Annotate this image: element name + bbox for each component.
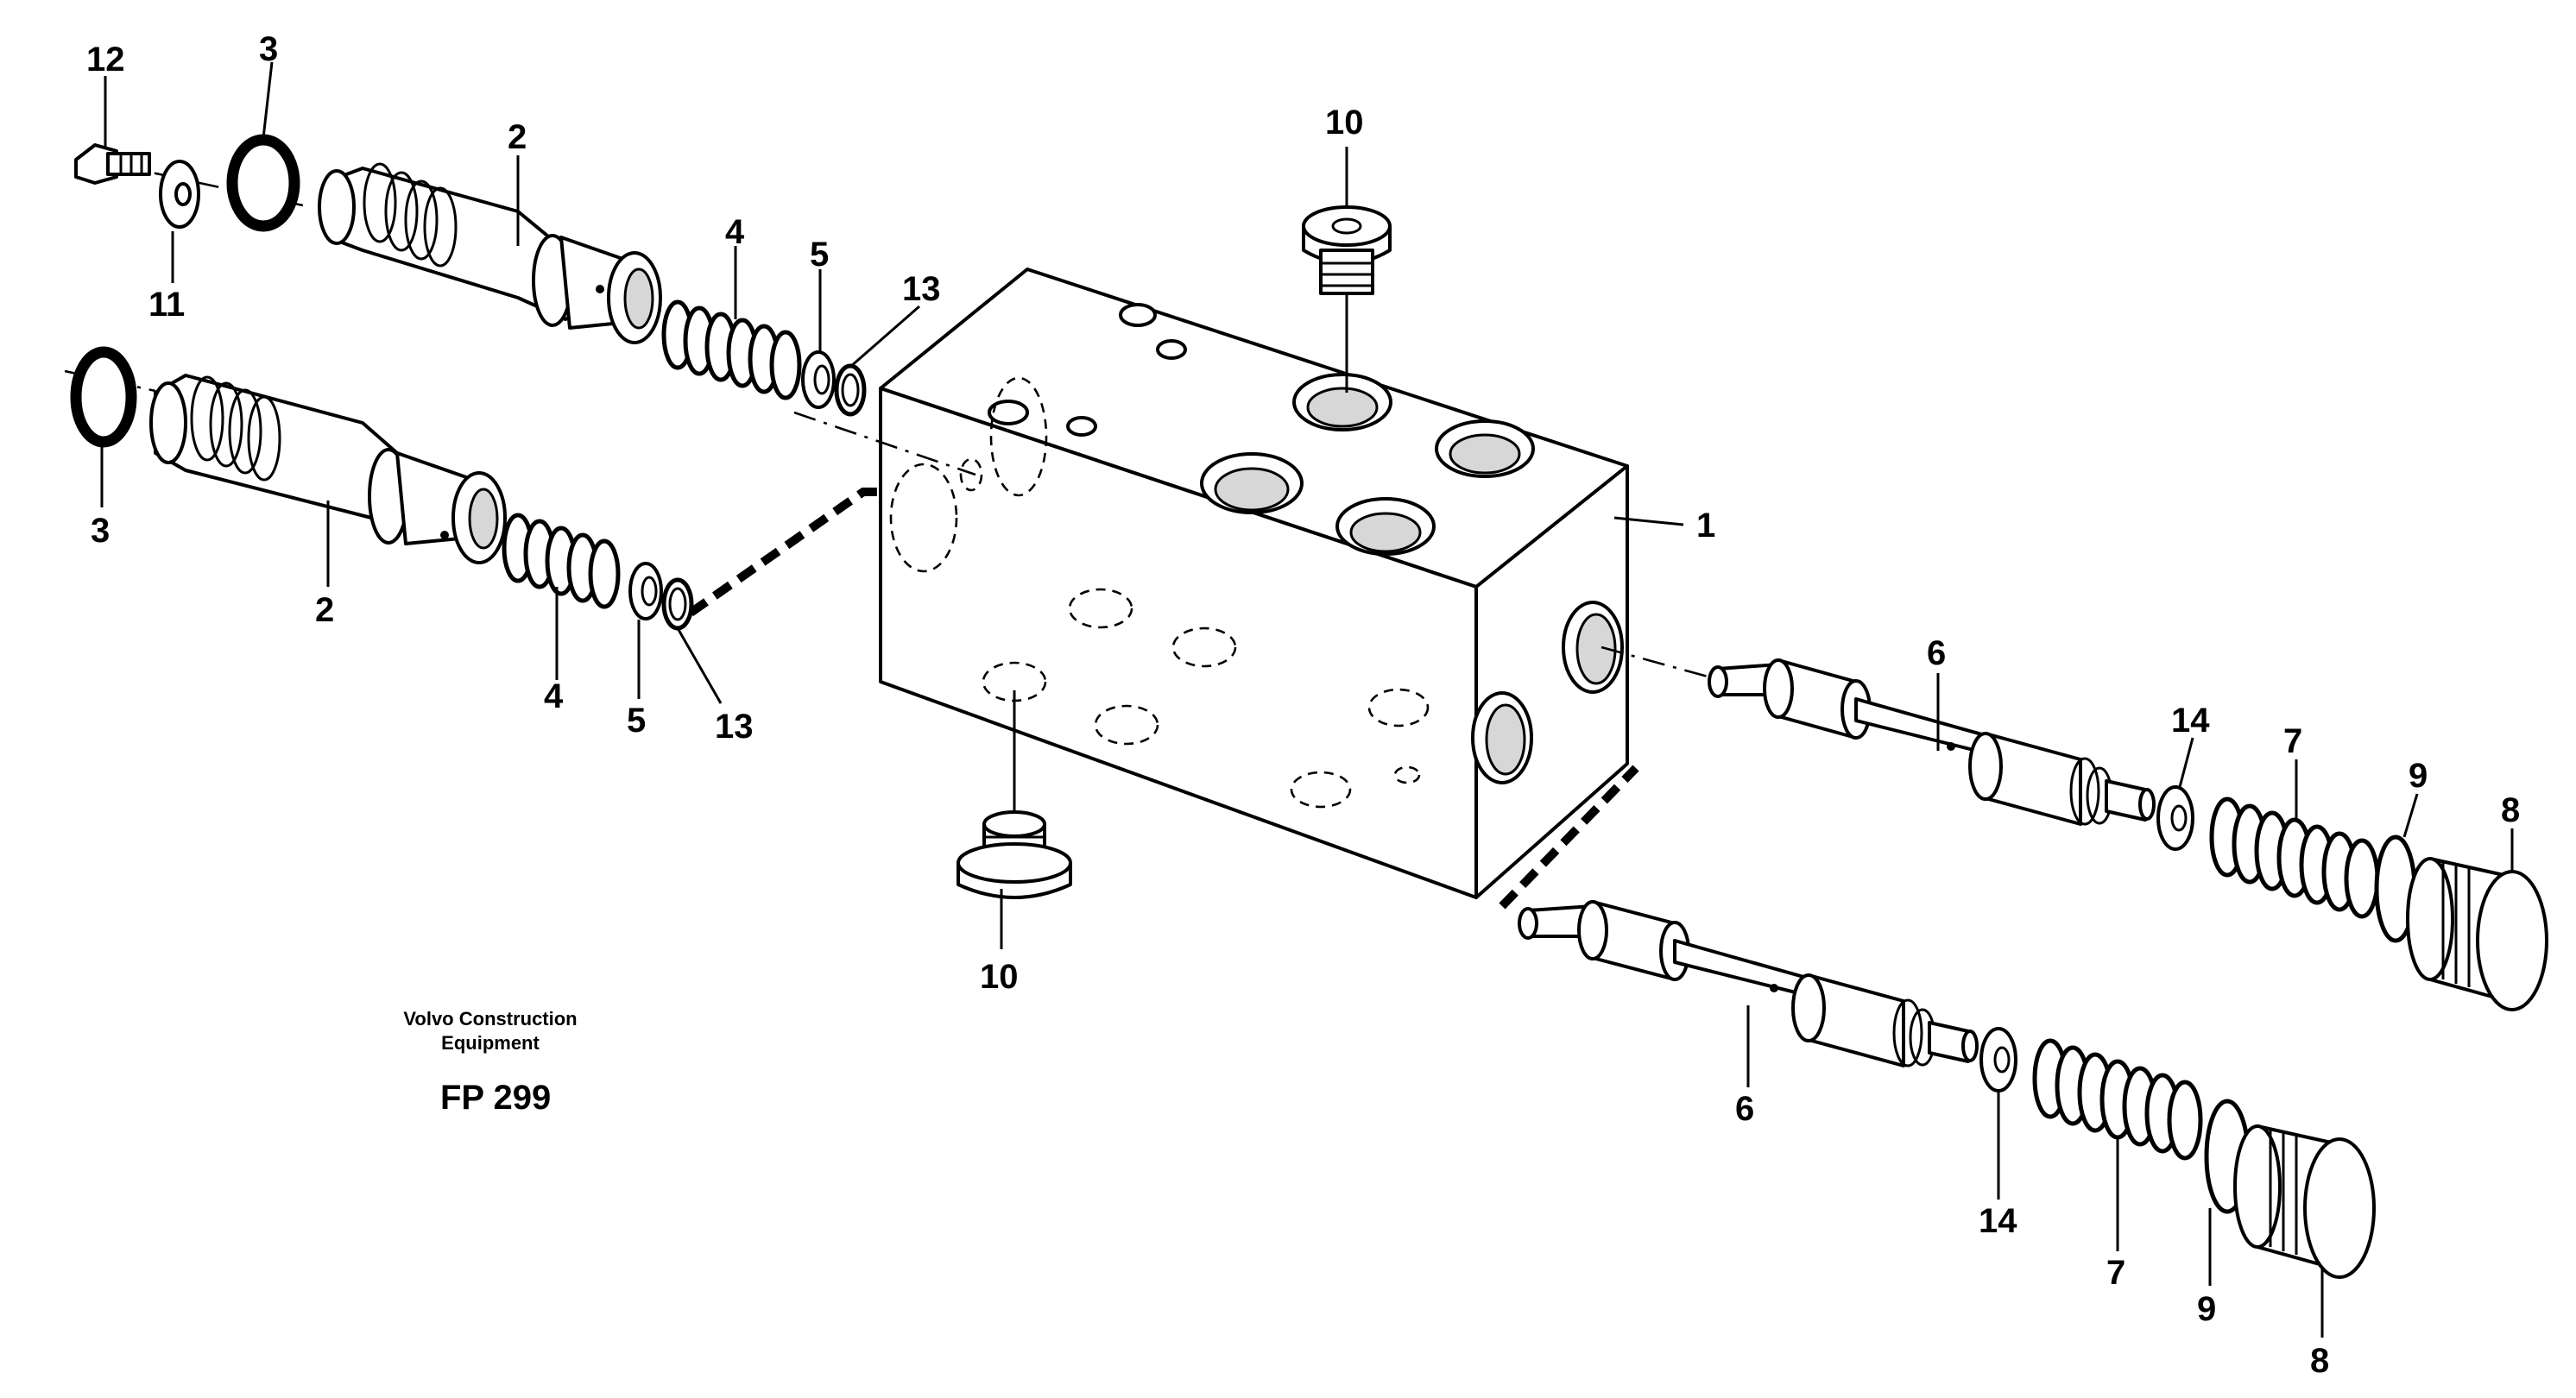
valve-block: [879, 268, 1629, 899]
shim-part: [2156, 785, 2194, 851]
spool-part: [1518, 900, 1979, 1067]
drawing-code: FP 299: [440, 1079, 551, 1117]
callout-11: 11: [148, 286, 185, 324]
screw-part: [74, 143, 151, 185]
callout-5-upper: 5: [810, 236, 829, 274]
callout-8-lower: 8: [2310, 1342, 2329, 1380]
callout-3-lower: 3: [91, 512, 110, 550]
callout-9-upper: 9: [2409, 757, 2428, 795]
callout-13-upper: 13: [902, 270, 941, 308]
callout-8-upper: 8: [2501, 791, 2520, 829]
callout-7-upper: 7: [2283, 722, 2302, 760]
end-plug-part: [2233, 1124, 2376, 1279]
callout-2-lower: 2: [315, 591, 334, 629]
spring-part: [661, 299, 802, 400]
callout-14-lower: 14: [1979, 1202, 2017, 1240]
drawing-title-block: Volvo Construction Equipment FP 299: [403, 1008, 577, 1117]
callout-4-lower: 4: [544, 677, 564, 715]
callout-10-top: 10: [1325, 104, 1364, 142]
callout-labels: 12 3 2 11 4 5 13 10 1 3 2 4 5 13 10 6 14…: [86, 30, 2520, 1380]
leader-lines: [100, 61, 2514, 1338]
lower-cartridge-assembly: [70, 346, 694, 631]
callout-6-lower: 6: [1735, 1090, 1754, 1128]
shim-part: [1979, 1027, 2017, 1093]
callout-12: 12: [86, 41, 125, 79]
upper-spool-assembly: [1708, 658, 2548, 1011]
cartridge-body-part: [318, 162, 662, 344]
spool-part: [1708, 658, 2156, 826]
end-plug-part: [2406, 857, 2548, 1011]
o-ring-part: [661, 577, 694, 631]
cartridge-body-part: [149, 374, 507, 564]
callout-2-upper: 2: [508, 118, 527, 156]
spring-part: [502, 513, 621, 609]
callout-4-upper: 4: [725, 213, 745, 251]
top-plug-part: [1302, 205, 1392, 295]
callout-5-lower: 5: [627, 702, 646, 740]
callout-10-bottom: 10: [980, 958, 1019, 996]
upper-cartridge-assembly: [74, 134, 867, 417]
seal-ring-part: [70, 346, 137, 448]
callout-14-upper: 14: [2171, 702, 2210, 740]
shim-part: [628, 562, 663, 620]
callout-9-lower: 9: [2197, 1290, 2216, 1328]
shim-part: [801, 350, 836, 409]
callout-6-upper: 6: [1927, 634, 1946, 672]
brand-line-2: Equipment: [441, 1032, 540, 1054]
callout-13-lower: 13: [715, 708, 754, 746]
spring-part: [2209, 797, 2380, 919]
seal-ring-part: [226, 134, 300, 232]
callout-3-upper: 3: [259, 30, 278, 68]
spring-part: [2032, 1038, 2203, 1161]
callout-7-lower: 7: [2106, 1254, 2125, 1292]
bottom-plug-part: [957, 810, 1072, 899]
brand-line-1: Volvo Construction: [403, 1008, 577, 1030]
callout-1: 1: [1696, 507, 1715, 545]
lower-spool-assembly: [1518, 900, 2376, 1279]
assembly-lines: [64, 162, 1727, 910]
o-ring-part: [834, 363, 867, 417]
